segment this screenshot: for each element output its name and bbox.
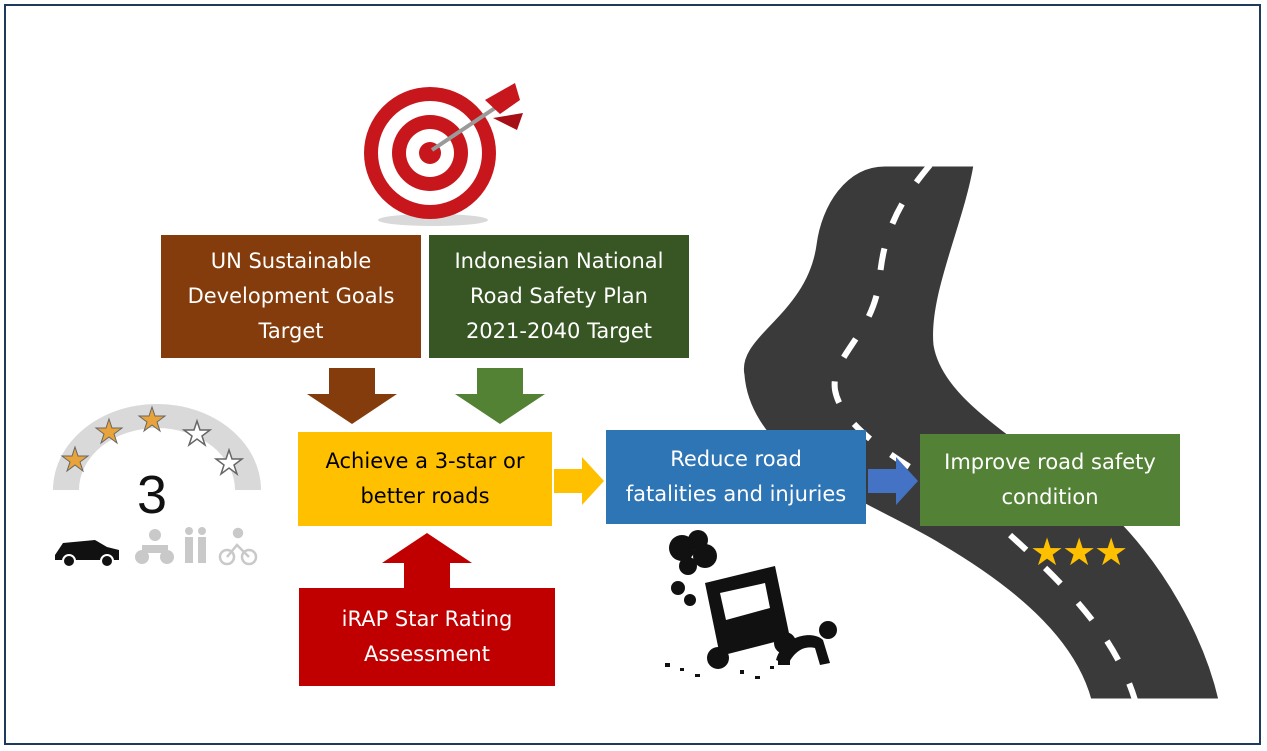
- motorcycle-icon: [135, 529, 174, 564]
- star-rating-number: 3: [137, 465, 167, 525]
- indonesian-plan-box: Indonesian National Road Safety Plan 202…: [429, 235, 689, 358]
- un-goals-box: UN Sustainable Development Goals Target: [161, 235, 421, 358]
- improve-box: Improve road safety condition: [920, 434, 1180, 526]
- diagram-frame: [4, 4, 1261, 745]
- up-arrow-red: [382, 533, 472, 589]
- down-arrow-brown: [307, 368, 397, 424]
- target-dart-icon: [364, 83, 523, 226]
- right-arrow-blue: [868, 457, 918, 505]
- gold-stars: ★★★: [1030, 530, 1128, 574]
- injured-person-icon: [776, 621, 837, 665]
- crash-car-icon: [665, 530, 796, 679]
- filled-star-icon: [60, 445, 90, 473]
- pedestrian-icon: [185, 527, 206, 563]
- star-rating-badge: 3: [53, 404, 261, 568]
- reduce-box: Reduce road fatalities and injuries: [606, 430, 866, 524]
- achieve-box: Achieve a 3-star or better roads: [298, 432, 552, 526]
- filled-star-icon: [137, 405, 167, 433]
- bicycle-icon: [218, 527, 258, 566]
- empty-star-icon: [181, 418, 213, 448]
- car-icon: [55, 540, 119, 568]
- winding-road-illustration: [740, 165, 1220, 700]
- empty-star-icon: [213, 447, 245, 477]
- down-arrow-green: [455, 368, 545, 424]
- filled-star-icon: [94, 417, 124, 445]
- irap-box: iRAP Star Rating Assessment: [299, 588, 555, 686]
- right-arrow-yellow: [554, 457, 604, 505]
